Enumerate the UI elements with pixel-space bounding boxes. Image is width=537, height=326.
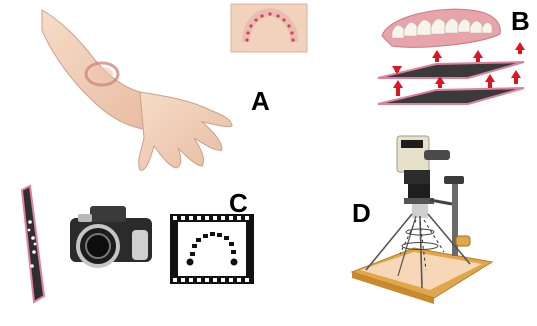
panel-d-label: D [352,200,371,226]
